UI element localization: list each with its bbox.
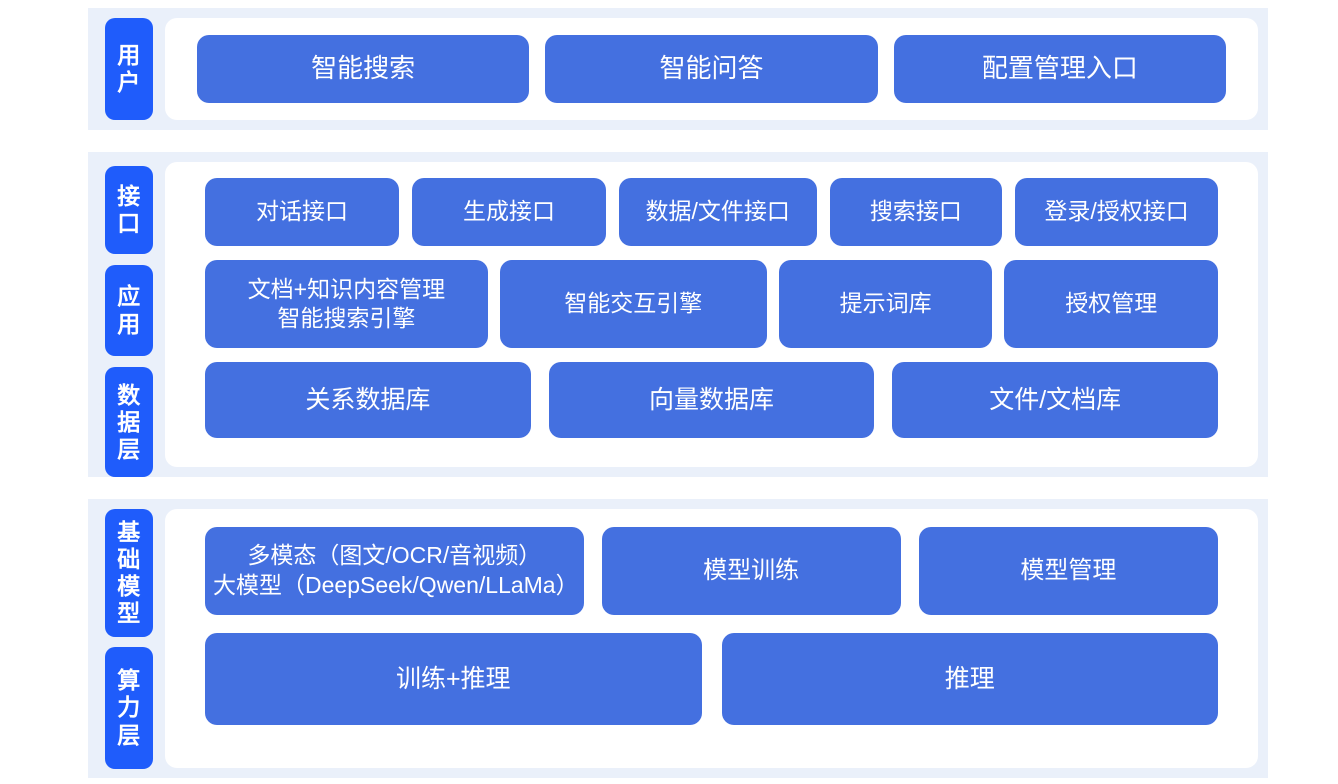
layer-tab-data-label: 数据层 [117, 381, 141, 462]
layer-tab-compute[interactable]: 算力层 [105, 647, 153, 769]
card-document-knowledge-management[interactable]: 文档+知识内容管理 智能搜索引擎 [205, 260, 488, 348]
layer-tab-interface[interactable]: 接口 [105, 166, 153, 254]
layer-tab-user-label: 用户 [117, 41, 141, 95]
section-application: 接口 应用 数据层 对话接口 生成接口 数据/文件接口 搜索接口 登录/授权接口… [88, 152, 1268, 478]
panel-application: 对话接口 生成接口 数据/文件接口 搜索接口 登录/授权接口 文档+知识内容管理… [165, 162, 1258, 467]
tab-column-user: 用户 [88, 8, 153, 130]
card-model-training[interactable]: 模型训练 [601, 527, 901, 615]
section-infrastructure: 基础模型 算力层 多模态（图文/OCR/音视频） 大模型（DeepSeek/Qw… [88, 499, 1268, 778]
card-smart-interaction-engine[interactable]: 智能交互引擎 [499, 260, 767, 348]
row-compute: 训练+推理 推理 [165, 633, 1258, 725]
card-generation-api[interactable]: 生成接口 [411, 178, 606, 246]
layer-tab-application-label: 应用 [117, 283, 141, 337]
tab-column-infrastructure: 基础模型 算力层 [88, 499, 153, 778]
card-config-management-entry[interactable]: 配置管理入口 [893, 35, 1226, 103]
card-file-document-store[interactable]: 文件/文档库 [892, 362, 1219, 438]
card-smart-search[interactable]: 智能搜索 [197, 35, 530, 103]
card-search-api[interactable]: 搜索接口 [829, 178, 1003, 246]
row-models: 多模态（图文/OCR/音视频） 大模型（DeepSeek/Qwen/LLaMa）… [165, 527, 1258, 615]
layer-tab-compute-label: 算力层 [117, 667, 141, 748]
row-api-interfaces: 对话接口 生成接口 数据/文件接口 搜索接口 登录/授权接口 [165, 178, 1258, 246]
card-relational-database[interactable]: 关系数据库 [205, 362, 531, 438]
layer-tab-user[interactable]: 用户 [105, 18, 153, 120]
card-inference[interactable]: 推理 [721, 633, 1218, 725]
card-login-auth-api[interactable]: 登录/授权接口 [1015, 178, 1219, 246]
row-data-stores: 关系数据库 向量数据库 文件/文档库 [165, 362, 1258, 438]
card-model-management[interactable]: 模型管理 [918, 527, 1218, 615]
card-training-and-inference[interactable]: 训练+推理 [205, 633, 702, 725]
card-vector-database[interactable]: 向量数据库 [548, 362, 875, 438]
row-app-modules: 文档+知识内容管理 智能搜索引擎 智能交互引擎 提示词库 授权管理 [165, 260, 1258, 348]
tab-column-application: 接口 应用 数据层 [88, 152, 153, 478]
panel-infrastructure: 多模态（图文/OCR/音视频） 大模型（DeepSeek/Qwen/LLaMa）… [165, 509, 1258, 768]
panel-user: 智能搜索 智能问答 配置管理入口 [165, 18, 1258, 120]
card-dialog-api[interactable]: 对话接口 [205, 178, 399, 246]
card-authorization-management[interactable]: 授权管理 [1004, 260, 1218, 348]
layer-tab-interface-label: 接口 [117, 182, 141, 236]
layer-tab-application[interactable]: 应用 [105, 264, 153, 357]
layer-tab-foundation-model[interactable]: 基础模型 [105, 509, 153, 637]
row-user-entries: 智能搜索 智能问答 配置管理入口 [165, 35, 1258, 103]
layer-tab-foundation-model-label: 基础模型 [117, 518, 141, 627]
card-multimodal-large-model[interactable]: 多模态（图文/OCR/音视频） 大模型（DeepSeek/Qwen/LLaMa） [205, 527, 584, 615]
card-smart-qa[interactable]: 智能问答 [545, 35, 878, 103]
card-data-file-api[interactable]: 数据/文件接口 [618, 178, 817, 246]
card-prompt-library[interactable]: 提示词库 [778, 260, 993, 348]
section-user: 用户 智能搜索 智能问答 配置管理入口 [88, 8, 1268, 130]
layer-tab-data[interactable]: 数据层 [105, 367, 153, 478]
